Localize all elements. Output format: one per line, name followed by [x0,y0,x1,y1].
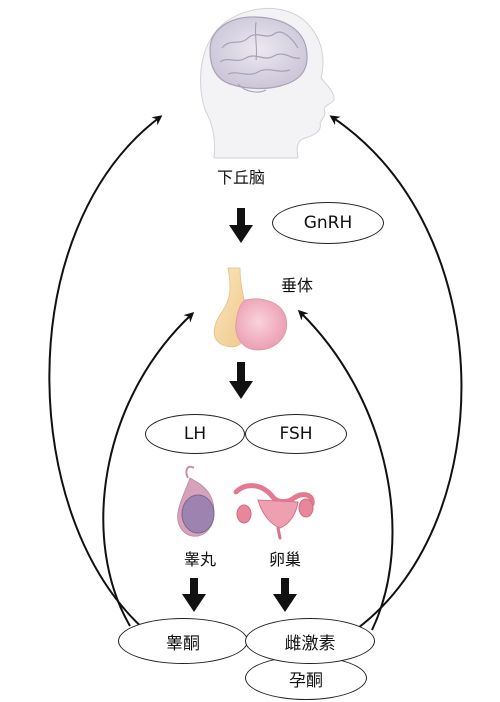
pituitary-label: 垂体 [280,276,314,295]
ovary-label: 卵巢 [268,550,302,569]
gnrh-oval: GnRH [272,202,384,244]
testosterone-oval: 睾酮 [118,618,248,664]
down-arrow-ovary-estrogen [273,578,297,612]
down-arrow-testis-testosterone [182,578,206,612]
hypothalamus-label: 下丘脑 [216,168,266,187]
testis-icon [177,465,215,537]
uterus-ovary-icon [233,483,315,540]
feedback-arrow-estrogen-to-pituitary [297,309,394,631]
down-arrow-pituitary-gonadotropins [229,362,253,399]
feedback-arrow-testosterone-to-hypothalamus [48,115,163,631]
head-brain-icon [200,8,335,159]
testis-label: 睾丸 [183,550,217,569]
down-arrow-hypothalamus-pituitary [229,208,253,243]
estrogen-oval: 雌激素 [245,618,375,664]
lh-oval: LH [145,414,245,454]
pituitary-gland-icon [213,267,288,351]
fsh-oval: FSH [245,414,347,454]
feedback-arrow-testosterone-to-pituitary [102,311,195,627]
feedback-arrow-estrogen-to-hypothalamus [329,115,463,629]
